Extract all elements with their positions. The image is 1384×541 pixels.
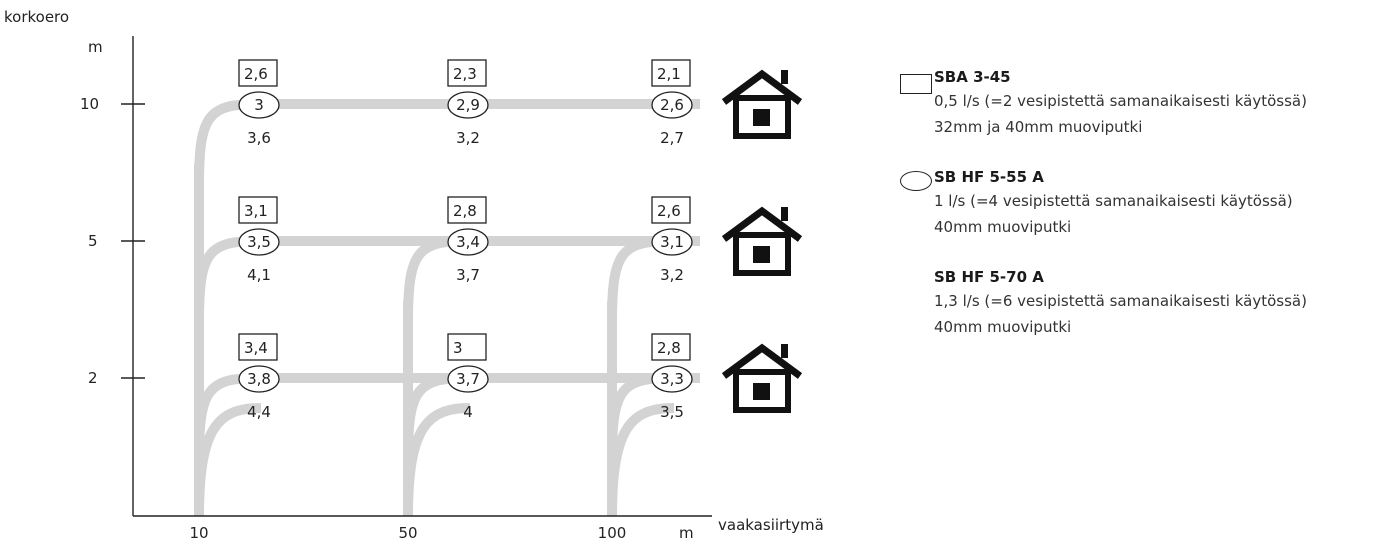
plain-value-label: 3,7: [456, 266, 480, 284]
plain-value-label: 3,2: [456, 129, 480, 147]
ellipse-value-marker: [447, 365, 489, 393]
x-axis-title: vaakasiirtymä: [718, 516, 824, 534]
house-wall: [733, 369, 791, 413]
legend-pipe: 32mm ja 40mm muoviputki: [934, 118, 1143, 136]
plain-value-label: 3,5: [660, 403, 684, 421]
house-window: [753, 109, 770, 126]
ellipse-value-label: 3,1: [660, 233, 684, 251]
ellipse-value-label: 3: [254, 96, 264, 114]
house-roof: [721, 206, 803, 242]
house-chimney: [781, 70, 788, 84]
house-icon: [721, 206, 803, 276]
legend: SBA 3-45 0,5 l/s (=2 vesipistettä samana…: [900, 66, 1370, 366]
axis-ticks: 10 5 2 10 50 100: [80, 95, 626, 541]
legend-title: SBA 3-45: [934, 68, 1011, 86]
house-icon: [721, 343, 803, 413]
legend-flow: 1,3 l/s (=6 vesipistettä samanaikaisesti…: [934, 292, 1307, 310]
houses: [721, 69, 803, 413]
rect-value-label: 3: [453, 339, 463, 357]
legend-item-sba-3-45: SBA 3-45 0,5 l/s (=2 vesipistettä samana…: [900, 66, 1370, 140]
rect-value-label: 3,4: [244, 339, 268, 357]
house-wall: [733, 232, 791, 276]
house-chimney: [781, 344, 788, 358]
plain-value-label: 4: [463, 403, 473, 421]
ellipse-value-marker: [651, 228, 693, 256]
rect-value-box: [651, 196, 691, 224]
plain-value-label: 4,1: [247, 266, 271, 284]
pipe-curve-bottom-1: [403, 403, 471, 517]
house-chimney: [781, 207, 788, 221]
rect-value-box: [238, 333, 278, 361]
ellipse-value-label: 2,6: [660, 96, 684, 114]
value-cells: 2,6 3 3,6 2,3 2,9 3,2 2,1 2,6 2,7 3,1 3,5 4,1 2,8 3,4…: [238, 59, 693, 421]
rectangle-symbol: [900, 74, 932, 94]
ellipse-symbol: [900, 171, 932, 191]
house-window: [753, 246, 770, 263]
ellipse-value-marker: [651, 91, 693, 119]
ellipse-value-label: 2,9: [456, 96, 480, 114]
legend-pipe: 40mm muoviputki: [934, 318, 1072, 336]
rect-value-box: [447, 59, 487, 87]
rect-value-box: [238, 59, 278, 87]
ellipse-value-marker: [238, 228, 280, 256]
pipe-curve-bottom-0: [194, 403, 262, 517]
plain-value-label: 3,2: [660, 266, 684, 284]
rect-value-box: [651, 59, 691, 87]
rect-value-box: [238, 196, 278, 224]
y-axis-unit: m: [88, 38, 103, 56]
legend-flow: 0,5 l/s (=2 vesipistettä samanaikaisesti…: [934, 92, 1307, 110]
plain-value-label: 4,4: [247, 403, 271, 421]
x-tick-label: 50: [398, 524, 417, 541]
ellipse-value-label: 3,3: [660, 370, 684, 388]
x-tick-label: 100: [598, 524, 627, 541]
rect-value-label: 2,8: [657, 339, 681, 357]
ellipse-value-label: 3,4: [456, 233, 480, 251]
legend-title: SB HF 5-70 A: [934, 268, 1044, 286]
house-window: [753, 383, 770, 400]
legend-pipe: 40mm muoviputki: [934, 218, 1072, 236]
y-axis-title: korkoero: [4, 8, 69, 26]
ellipse-value-label: 3,8: [247, 370, 271, 388]
ellipse-value-marker: [238, 91, 280, 119]
ellipse-value-marker: [447, 228, 489, 256]
y-tick-label: 10: [80, 95, 99, 113]
plain-value-label: 2,7: [660, 129, 684, 147]
x-tick-label: 10: [189, 524, 208, 541]
ellipse-value-label: 3,7: [456, 370, 480, 388]
axes: korkoero m vaakasiirtymä m: [4, 8, 824, 541]
rect-value-label: 2,6: [244, 65, 268, 83]
rect-value-box: [447, 196, 487, 224]
y-tick-label: 2: [88, 369, 98, 387]
house-wall: [733, 95, 791, 139]
pipe-curve-bottom-2: [607, 403, 675, 517]
ellipse-value-label: 3,5: [247, 233, 271, 251]
plain-value-label: 3,6: [247, 129, 271, 147]
legend-item-sb-hf-5-55-a: SB HF 5-55 A 1 l/s (=4 vesipistettä sama…: [900, 166, 1370, 240]
rect-value-label: 3,1: [244, 202, 268, 220]
rect-value-label: 2,6: [657, 202, 681, 220]
legend-item-sb-hf-5-70-a: SB HF 5-70 A 1,3 l/s (=6 vesipistettä sa…: [900, 266, 1370, 340]
pipe-network: [194, 99, 700, 517]
ellipse-value-marker: [447, 91, 489, 119]
pipe-chart: korkoero m vaakasiirtymä m 10 5 2 10 50 100 2…: [4, 8, 824, 541]
rect-value-box: [651, 333, 691, 361]
x-axis-unit: m: [679, 524, 694, 541]
legend-title: SB HF 5-55 A: [934, 168, 1044, 186]
house-icon: [721, 69, 803, 139]
house-roof: [721, 343, 803, 379]
rect-value-label: 2,1: [657, 65, 681, 83]
house-roof: [721, 69, 803, 105]
ellipse-value-marker: [651, 365, 693, 393]
rect-value-label: 2,8: [453, 202, 477, 220]
rect-value-label: 2,3: [453, 65, 477, 83]
ellipse-value-marker: [238, 365, 280, 393]
legend-flow: 1 l/s (=4 vesipistettä samanaikaisesti k…: [934, 192, 1293, 210]
y-tick-label: 5: [88, 232, 98, 250]
rect-value-box: [447, 333, 487, 361]
